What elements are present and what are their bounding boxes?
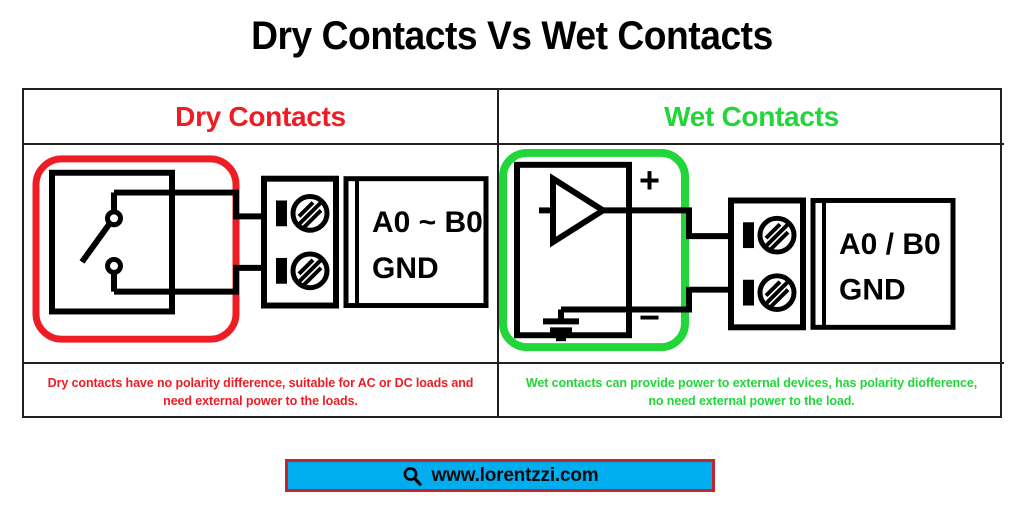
dry-caption-cell: Dry contacts have no polarity difference… [24, 364, 497, 420]
earth-ground-icon [543, 318, 579, 342]
website-banner[interactable]: www.lorentzzi.com [285, 459, 715, 492]
dry-contacts-header: Dry Contacts [24, 90, 497, 145]
negative-terminal-label: − [639, 297, 660, 337]
positive-terminal-label: + [639, 161, 660, 201]
dry-terminal-slot-2 [276, 257, 287, 284]
wet-terminal-slot-1 [743, 222, 754, 249]
wet-caption: Wet contacts can provide power to extern… [525, 375, 978, 408]
page-title: Dry Contacts Vs Wet Contacts [251, 14, 773, 58]
amplifier-icon [550, 173, 609, 248]
wet-screw-head-1 [757, 215, 797, 255]
wet-contacts-diagram: + − [499, 145, 1004, 364]
dry-port-label-line1: A0 ~ B0 [372, 206, 483, 239]
switch-blade [79, 218, 115, 264]
wet-port-label-line1: A0 / B0 [839, 228, 941, 261]
dry-contacts-diagram: A0 ~ B0 GND [24, 145, 497, 364]
dry-port-label-box [343, 176, 489, 308]
wet-circuit-svg: + − [499, 148, 956, 352]
switch-terminal-bottom [105, 256, 123, 275]
wet-positive-wire [603, 207, 731, 240]
panel-dry-contacts: Dry Contacts [24, 90, 497, 416]
wet-port-label-line2: GND [839, 274, 906, 307]
wet-contacts-header: Wet Contacts [499, 90, 1004, 145]
panel-wet-contacts: Wet Contacts [497, 90, 1004, 416]
wet-negative-wire [561, 286, 731, 313]
dry-screw-head-2 [290, 251, 330, 291]
dry-port-label-line2: GND [372, 252, 439, 285]
comparison-table: Dry Contacts [22, 88, 1004, 418]
wet-port-label-box [810, 198, 956, 330]
dry-circuit-svg: A0 ~ B0 GND [32, 155, 489, 343]
dry-screw-head-1 [290, 194, 330, 233]
wet-screw-head-2 [757, 273, 797, 312]
dry-device-body [49, 169, 175, 315]
wet-caption-cell: Wet contacts can provide power to extern… [499, 364, 1004, 420]
wet-terminal-slot-2 [743, 279, 754, 306]
dry-highlight-box [32, 155, 240, 343]
search-icon [402, 466, 422, 486]
website-url[interactable]: www.lorentzzi.com [431, 464, 599, 486]
switch-terminal-top [105, 209, 123, 228]
dry-wire-path [114, 189, 264, 295]
dry-terminal-slot-1 [276, 200, 287, 227]
wet-highlight-box [499, 148, 689, 352]
dry-caption: Dry contacts have no polarity difference… [47, 375, 474, 408]
